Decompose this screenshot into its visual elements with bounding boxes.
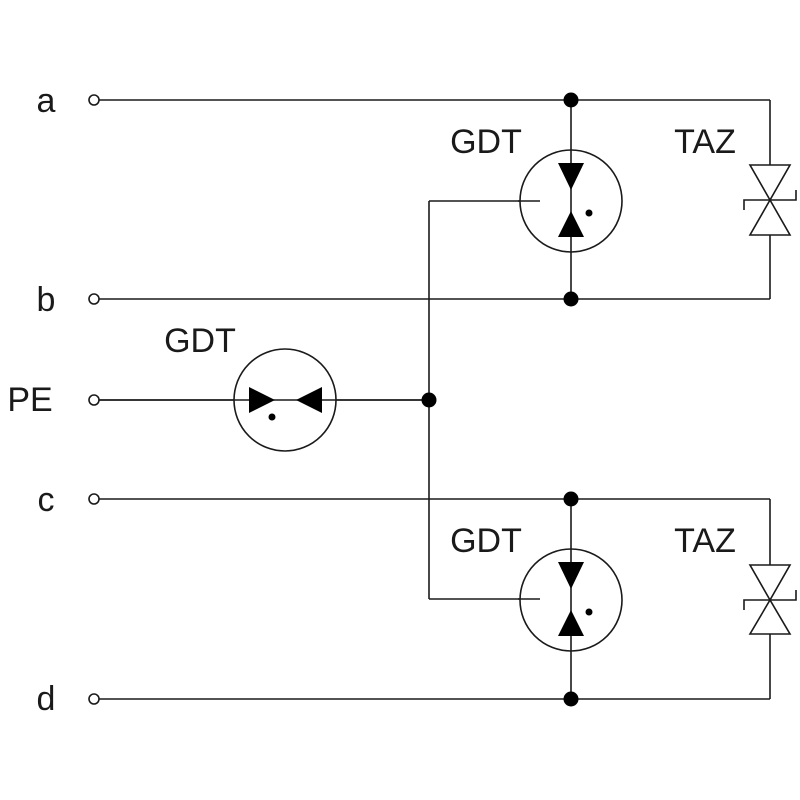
gdt-pe-electrode-arrow-right — [249, 387, 275, 413]
taz-top — [743, 164, 797, 236]
terminal-pe — [88, 394, 100, 406]
gdt-top-label: GDT — [450, 123, 522, 161]
terminal-a — [88, 94, 100, 106]
taz-top-zener-bar — [743, 190, 797, 210]
gdt-top-gas-dot — [585, 209, 593, 217]
taz-bottom-triangle-lower — [748, 598, 792, 635]
junction-dot — [563, 491, 579, 507]
gdt-pe-label: GDT — [164, 322, 236, 360]
gdt-bottom-gas-dot — [585, 608, 593, 616]
junction-dot — [563, 92, 579, 108]
taz-bottom-label: TAZ — [674, 522, 736, 560]
taz-bottom-zener-bar — [743, 590, 797, 610]
taz-top-label: TAZ — [674, 123, 736, 161]
gdt-top-electrode-arrow-up — [558, 211, 584, 237]
terminal-label-d: d — [37, 680, 56, 718]
terminal-label-a: a — [37, 82, 56, 120]
gdt-bottom-label: GDT — [450, 522, 522, 560]
taz-top-triangle-upper — [748, 164, 792, 202]
gdt-top-electrode-arrow-down — [558, 163, 584, 190]
gdt-pe — [99, 348, 429, 452]
junction-dot — [421, 392, 437, 408]
taz-bottom-triangle-upper — [748, 564, 792, 602]
terminal-label-pe: PE — [7, 381, 52, 419]
taz-top-triangle-lower — [748, 198, 792, 236]
terminal-label-b: b — [37, 281, 56, 319]
gdt-bottom-electrode-arrow-up — [558, 610, 584, 636]
terminal-label-c: c — [38, 481, 55, 519]
terminal-b — [88, 293, 100, 305]
gdt-top — [518, 100, 623, 299]
gdt-bottom — [518, 499, 623, 699]
terminal-c — [88, 493, 100, 505]
taz-bottom — [743, 564, 797, 635]
gdt-pe-electrode-arrow-left — [296, 387, 322, 413]
terminal-d — [88, 693, 100, 705]
junction-dot — [563, 291, 579, 307]
junction-dot — [563, 691, 579, 707]
gdt-pe-gas-dot — [268, 413, 276, 421]
gdt-bottom-electrode-arrow-down — [558, 562, 584, 589]
